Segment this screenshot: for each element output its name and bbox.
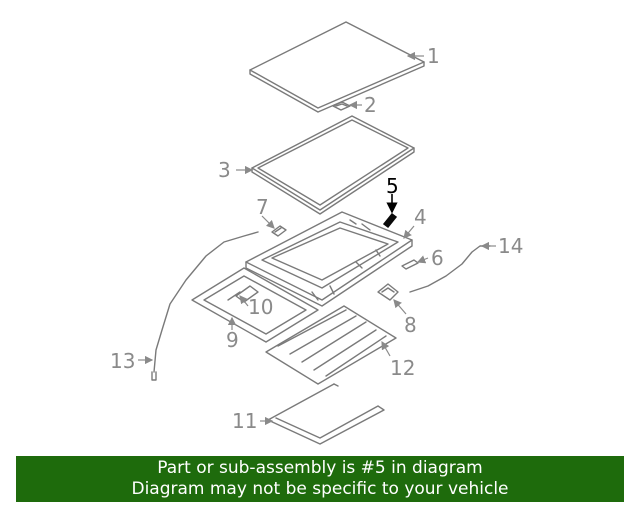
callout-13: 13 — [110, 349, 135, 373]
callout-6: 6 — [431, 246, 444, 270]
banner-line-disclaimer: Diagram may not be specific to your vehi… — [131, 479, 509, 499]
banner-line-part-number: Part or sub-assembly is #5 in diagram — [157, 458, 483, 478]
sunshade-part-12 — [265, 305, 397, 385]
callout-11: 11 — [232, 409, 257, 433]
callout-7: 7 — [256, 195, 269, 219]
info-banner: Part or sub-assembly is #5 in diagram Di… — [16, 456, 624, 502]
callout-12: 12 — [390, 356, 415, 380]
motor-part-8 — [377, 283, 399, 301]
clip-part-7 — [271, 225, 287, 237]
bracket-part-6 — [401, 259, 419, 270]
drain-hose-part-13 — [151, 231, 259, 381]
glass-panel-part — [249, 21, 425, 113]
callout-10: 10 — [248, 295, 273, 319]
callout-5: 5 — [386, 174, 399, 198]
drain-tray-part-11 — [267, 383, 385, 445]
drain-hose-part-14 — [409, 245, 491, 293]
leader-lines — [138, 51, 496, 426]
callout-4: 4 — [414, 205, 427, 229]
callout-2: 2 — [364, 93, 377, 117]
callout-1: 1 — [427, 44, 440, 68]
callout-9: 9 — [226, 328, 239, 352]
seal-frame-part — [251, 115, 415, 215]
highlighted-part-5 — [382, 212, 398, 229]
parts-diagram: 1 2 3 5 4 7 6 14 10 8 9 13 12 11 — [110, 21, 523, 445]
callout-14: 14 — [498, 234, 523, 258]
callout-8: 8 — [404, 313, 417, 337]
shade-panel-part-9 — [191, 267, 319, 343]
clip-part — [332, 101, 351, 111]
callout-3: 3 — [218, 158, 231, 182]
sunroof-frame-part — [245, 211, 413, 307]
